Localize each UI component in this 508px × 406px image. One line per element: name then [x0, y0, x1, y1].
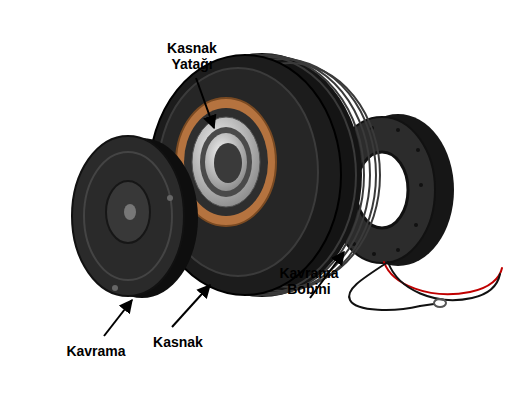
part-label: Kavrama [51, 343, 141, 359]
part-label: Kavrama Bobini [266, 265, 352, 297]
part-label: Kasnak Yatağı [152, 40, 232, 72]
part-label: Kasnak [138, 334, 218, 350]
leader-lines [104, 78, 344, 336]
coil-wires [349, 262, 502, 310]
clutch-plate [72, 136, 198, 298]
